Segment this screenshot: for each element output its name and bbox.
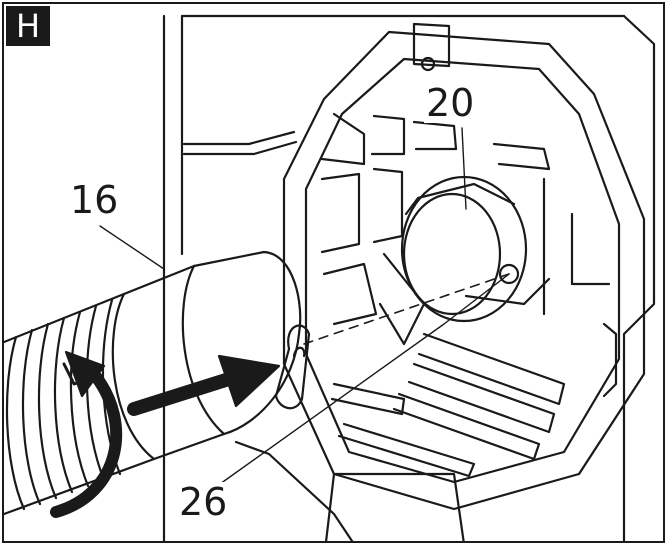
push-arrow	[127, 354, 281, 416]
grille-slats	[320, 112, 566, 478]
leader-lines	[99, 127, 510, 485]
leader-26	[219, 273, 510, 485]
rotation-arrow	[50, 350, 123, 518]
alignment-line	[303, 273, 510, 345]
callout-20: 20	[424, 81, 477, 125]
locking-tab	[274, 324, 311, 410]
octagonal-cover	[282, 22, 646, 511]
figure-letter-badge: H	[6, 6, 50, 46]
callout-26: 26	[177, 480, 230, 524]
callout-16: 16	[68, 178, 121, 222]
hose-assembly	[4, 250, 302, 516]
leader-16	[99, 225, 165, 270]
leader-20	[461, 127, 467, 210]
line-drawing	[4, 14, 656, 541]
